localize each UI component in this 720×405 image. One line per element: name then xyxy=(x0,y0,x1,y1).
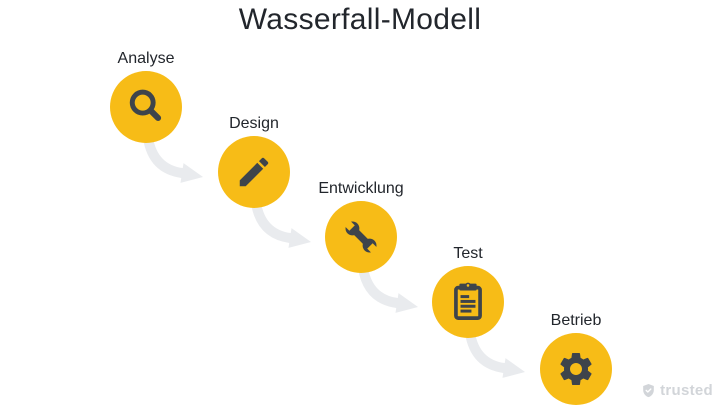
step-label-entwicklung: Entwicklung xyxy=(318,180,404,197)
step-circle-design xyxy=(218,136,290,208)
step-analyse: Analyse xyxy=(110,50,182,143)
clipboard-icon xyxy=(454,282,482,320)
step-entwicklung: Entwicklung xyxy=(318,180,404,273)
step-label-test: Test xyxy=(453,245,483,262)
step-circle-entwicklung xyxy=(325,201,397,273)
step-circle-analyse xyxy=(110,71,182,143)
step-label-design: Design xyxy=(229,115,279,132)
arrow-test-betrieb xyxy=(465,328,525,378)
arrow-entwicklung-test xyxy=(358,263,418,313)
wrench-icon xyxy=(341,217,381,257)
pencil-icon xyxy=(239,157,269,187)
step-betrieb: Betrieb xyxy=(540,312,612,405)
step-circle-test xyxy=(432,266,504,338)
search-icon xyxy=(129,89,162,122)
gear-icon xyxy=(560,353,592,385)
diagram-title: Wasserfall-Modell xyxy=(238,3,482,36)
step-test: Test xyxy=(432,245,504,338)
trusted-watermark: trusted xyxy=(641,382,713,399)
shield-check-icon xyxy=(643,383,654,398)
step-label-analyse: Analyse xyxy=(117,50,175,67)
step-label-betrieb: Betrieb xyxy=(550,312,602,329)
step-design: Design xyxy=(218,115,290,208)
step-circle-betrieb xyxy=(540,333,612,405)
watermark-label: trusted xyxy=(660,382,713,399)
arrow-design-entwicklung xyxy=(251,198,311,248)
arrow-analyse-design xyxy=(143,133,203,183)
